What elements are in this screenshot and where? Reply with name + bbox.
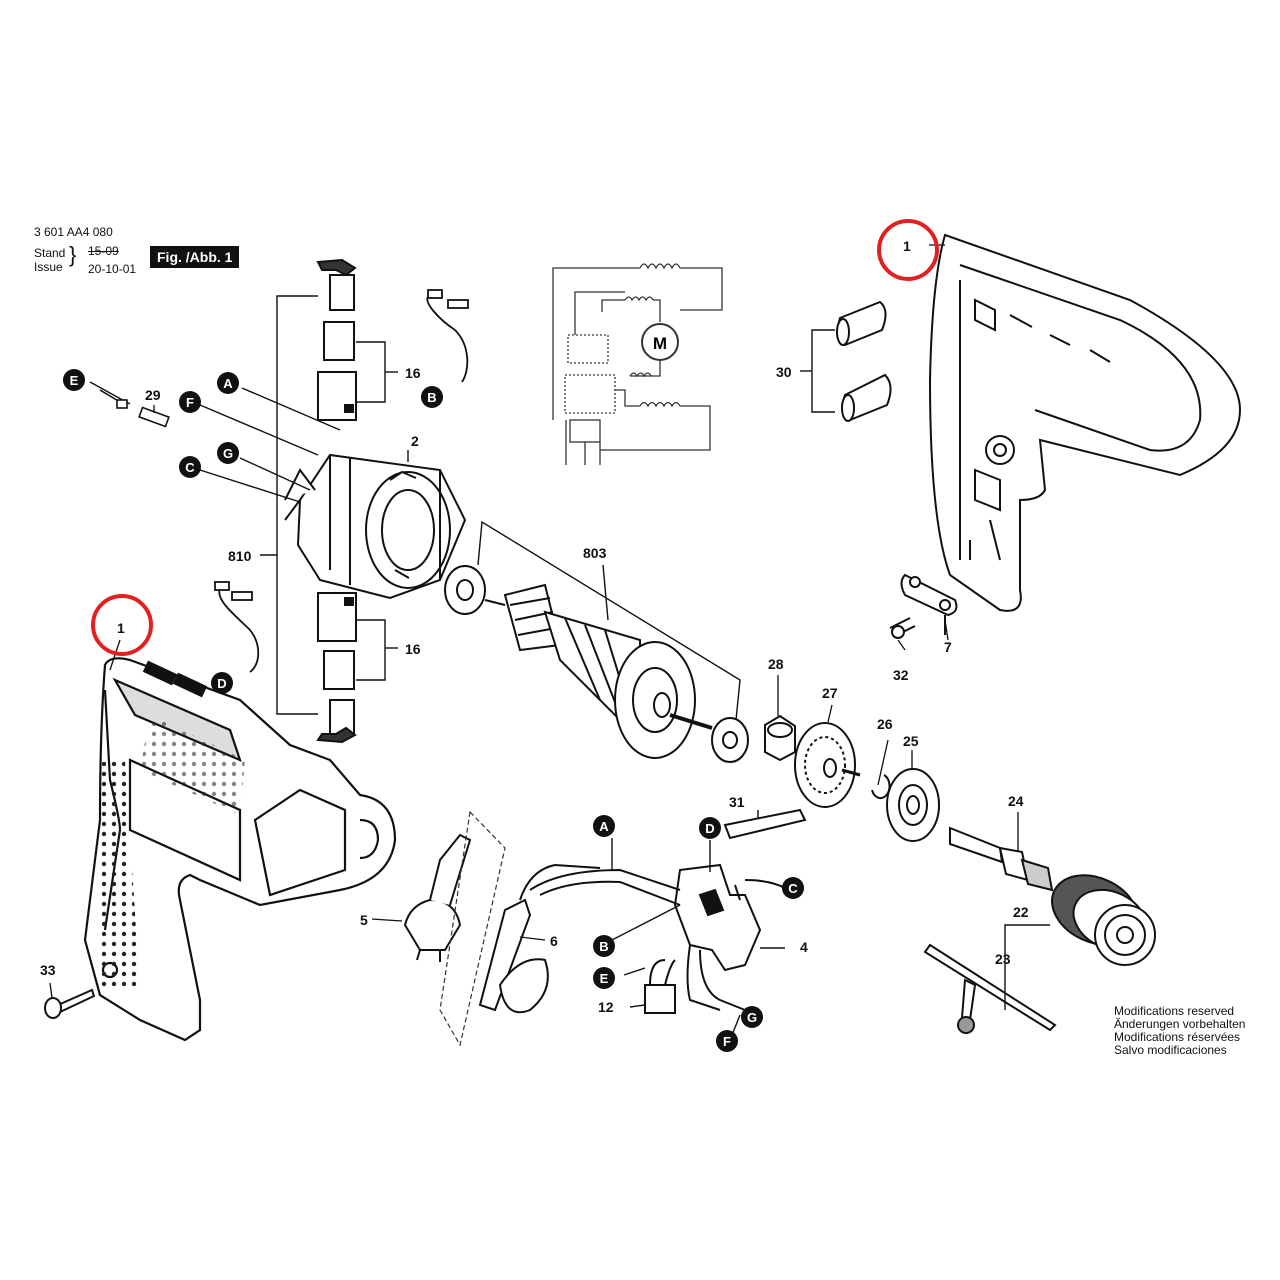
connector-f-switch: F [723,1034,731,1049]
part-label-803: 803 [583,545,607,561]
drill-chuck [1051,874,1156,966]
part-label-22: 22 [1013,904,1029,920]
bracket-30 [800,329,835,413]
cord-sleeve [478,863,601,1014]
chuck-key [923,943,1057,1034]
note-en: Modifications reserved [1114,1004,1235,1018]
modifications-note: Modifications reserved Änderungen vorbeh… [1114,1005,1245,1057]
connector-a-top: A [223,376,233,391]
screw-33 [44,988,96,1019]
carbon-brush-wire-upper [426,289,469,383]
note-es: Salvo modificaciones [1114,1043,1227,1057]
connector-c-switch: C [788,881,798,896]
connector-g-switch: G [747,1010,757,1025]
part-label-24: 24 [1008,793,1024,809]
part-label-16-upper: 16 [405,365,421,381]
switch [529,808,807,1014]
part-label-26: 26 [877,716,893,732]
connector-d-switch: D [705,821,714,836]
part-label-4: 4 [800,939,808,955]
brush-holder-upper [316,258,357,421]
part-label-23: 23 [995,951,1011,967]
motor-symbol: M [653,334,667,353]
terminal-part [99,389,170,428]
part-label-32: 32 [893,667,909,683]
highlight-circle-lower [91,594,153,656]
connector-e-top: E [70,373,79,388]
bracket-803 [477,520,741,721]
drill-housing-assembled [83,657,397,1042]
part-label-25: 25 [903,733,919,749]
part-label-1-lower: 1 [117,620,125,636]
spindle [949,826,1054,892]
brace-icon: } [69,242,77,267]
part-label-28: 28 [768,656,784,672]
bracket-810 [260,295,318,715]
gear-train [764,714,940,842]
connector-a-switch: A [599,819,609,834]
power-cord [403,833,472,962]
doc-number: 3 601 AA4 080 [34,225,113,239]
part-label-29: 29 [145,387,161,403]
part-label-5: 5 [360,912,368,928]
carbon-brush-wire-lower [214,581,260,673]
connector-b-switch: B [599,939,608,954]
lead-lines [89,381,341,503]
field-coil-stator [284,453,467,600]
part-label-27: 27 [822,685,838,701]
issue-label: Issue [34,260,63,274]
new-date: 20-10-01 [88,262,137,276]
part-label-16-lower: 16 [405,641,421,657]
wiring-schematic [552,263,723,465]
part-label-7: 7 [944,639,952,655]
note-de: Änderungen vorbehalten [1114,1017,1246,1031]
part-numbers: 1 1 2 4 5 6 7 12 16 16 22 23 24 25 26 27… [40,238,1029,1015]
cable-clamp [889,573,958,639]
part-label-12: 12 [598,999,614,1015]
figure-label: Fig. /Abb. 1 [150,246,240,268]
part-label-33: 33 [40,962,56,978]
connector-badges: A F G C E B D A D C B E G F [63,369,804,1052]
part-label-30: 30 [776,364,792,380]
highlight-circle-upper [877,219,939,281]
armature [444,565,749,763]
connector-c-top: C [185,460,195,475]
part-label-6: 6 [550,933,558,949]
connector-e-switch: E [600,971,609,986]
cord-box [439,810,506,1047]
part-label-810: 810 [228,548,252,564]
connector-g-top: G [223,446,233,461]
brush-holder-lower [316,592,357,744]
connector-f-top: F [186,395,194,410]
bracket-22-23 [1004,924,1050,1010]
bracket-16 [356,341,409,681]
connector-d-left: D [217,676,226,691]
housing-half-right [928,233,1242,612]
note-fr: Modifications réservées [1114,1030,1241,1044]
carbon-brushes [836,300,892,422]
part-label-31: 31 [729,794,745,810]
connector-b-top: B [427,390,436,405]
part-label-2: 2 [411,433,419,449]
part-label-1-upper: 1 [903,238,911,254]
old-date: 15-09 [88,244,119,258]
stand-label: Stand [34,246,66,260]
